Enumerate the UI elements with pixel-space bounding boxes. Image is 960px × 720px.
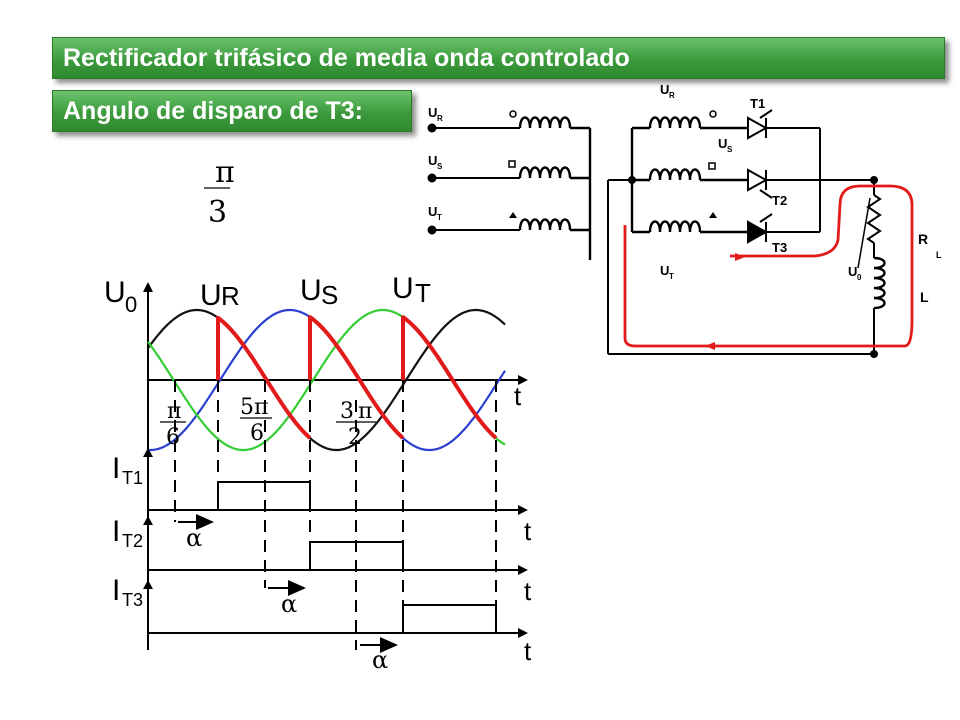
pulse-it1 <box>217 481 311 510</box>
svg-text:0: 0 <box>125 292 137 317</box>
thyristors <box>747 109 874 244</box>
t-label-it3: t <box>524 636 532 666</box>
angle-mark-5pi6: 5 π 6 <box>240 395 272 446</box>
t-label-it2: t <box>524 576 532 606</box>
pulse-it3 <box>402 604 497 633</box>
svg-text:T: T <box>415 278 431 308</box>
output-segment-1 <box>216 315 312 440</box>
phase-label-r: U R <box>200 279 240 312</box>
svg-text:T3: T3 <box>122 590 143 610</box>
svg-text:U: U <box>428 153 437 168</box>
svg-text:T: T <box>437 213 442 222</box>
svg-text:I: I <box>112 452 120 485</box>
angle-numerator: π <box>215 155 235 190</box>
dashed-markers <box>174 380 497 650</box>
phase-label-t: U T <box>392 272 431 308</box>
svg-text:S: S <box>437 162 443 171</box>
svg-text:U: U <box>660 263 669 278</box>
output-segment-2 <box>308 315 405 440</box>
svg-text:U: U <box>392 272 414 305</box>
angle-denominator: 3 <box>208 195 227 230</box>
secondary-label-r: U R <box>660 82 675 100</box>
svg-text:U: U <box>428 105 437 120</box>
label-t3: T3 <box>772 240 787 255</box>
output-segment-3 <box>401 315 498 440</box>
svg-text:U: U <box>660 82 669 97</box>
angle-mark-3pi2: 3 π 2 <box>336 399 376 450</box>
primary-label-r: U R <box>428 105 443 123</box>
label-t2: T2 <box>772 193 787 208</box>
phase-curves <box>147 308 506 452</box>
svg-text:2: 2 <box>348 425 362 450</box>
svg-text:T1: T1 <box>122 468 143 488</box>
primary-label-s: U S <box>428 153 443 171</box>
t-label-main: t <box>514 381 522 411</box>
svg-text:T2: T2 <box>122 531 143 551</box>
phase-r-curve <box>147 308 506 452</box>
svg-text:π: π <box>254 395 268 420</box>
svg-text:I: I <box>112 515 120 548</box>
pulse-it2 <box>309 541 404 570</box>
secondary-label-t: U T <box>660 263 674 281</box>
axes <box>143 282 528 460</box>
svg-text:U: U <box>848 264 857 279</box>
alpha-label-3: α <box>372 646 388 674</box>
svg-text:I: I <box>112 574 120 607</box>
alpha-label-2: α <box>281 590 297 618</box>
current-axes <box>143 448 528 650</box>
load-label-r: R L <box>918 231 942 260</box>
output-label: U 0 <box>848 264 862 282</box>
alpha-label-1: α <box>186 524 202 552</box>
thyristor-t1 <box>747 109 820 140</box>
svg-text:3: 3 <box>340 399 354 424</box>
phase-label-s: U S <box>300 274 338 310</box>
page-title: Rectificador trifásico de media onda con… <box>52 37 945 79</box>
svg-text:L: L <box>936 250 942 260</box>
svg-text:U: U <box>428 204 437 219</box>
svg-text:U: U <box>718 136 727 151</box>
svg-text:R: R <box>437 114 443 123</box>
svg-text:R: R <box>918 231 928 247</box>
current-pulses <box>217 481 497 633</box>
svg-text:U: U <box>104 276 126 309</box>
svg-text:6: 6 <box>250 421 264 446</box>
svg-text:T: T <box>669 272 674 281</box>
current-label-it3: I T3 <box>112 574 143 610</box>
page-subtitle: Angulo de disparo de T3: <box>52 90 412 132</box>
load <box>607 176 886 358</box>
load-label-l: L <box>920 289 929 305</box>
secondary-coils <box>630 116 748 234</box>
svg-text:0: 0 <box>857 273 862 282</box>
label-t1: T1 <box>750 96 765 111</box>
alpha-arrows <box>178 514 398 653</box>
svg-text:U: U <box>200 279 222 312</box>
svg-text:6: 6 <box>166 425 180 450</box>
waveform-graph: U 0 t U R U S U T π 6 5 π 6 3 <box>104 272 532 674</box>
angle-mark-pi6: π 6 <box>160 399 186 450</box>
circuit-diagram: U R U S U T <box>427 82 942 358</box>
firing-angle-fraction: π 3 <box>204 155 235 230</box>
svg-text:U: U <box>300 274 322 307</box>
thyristor-t2 <box>747 168 820 199</box>
svg-text:S: S <box>727 145 733 154</box>
svg-text:π: π <box>358 399 372 424</box>
thyristor-t3 <box>747 213 820 244</box>
t-label-it1: t <box>524 516 532 546</box>
svg-text:R: R <box>669 91 675 100</box>
primary-label-t: U T <box>428 204 442 222</box>
primary-coils <box>518 116 592 260</box>
secondary-label-s: U S <box>718 136 733 154</box>
svg-text:5: 5 <box>240 395 254 420</box>
y-axis-label: U 0 <box>104 276 137 317</box>
current-path <box>623 184 914 348</box>
svg-text:R: R <box>221 281 240 311</box>
current-label-it2: I T2 <box>112 515 143 551</box>
svg-text:S: S <box>321 280 338 310</box>
current-label-it1: I T1 <box>112 452 143 488</box>
